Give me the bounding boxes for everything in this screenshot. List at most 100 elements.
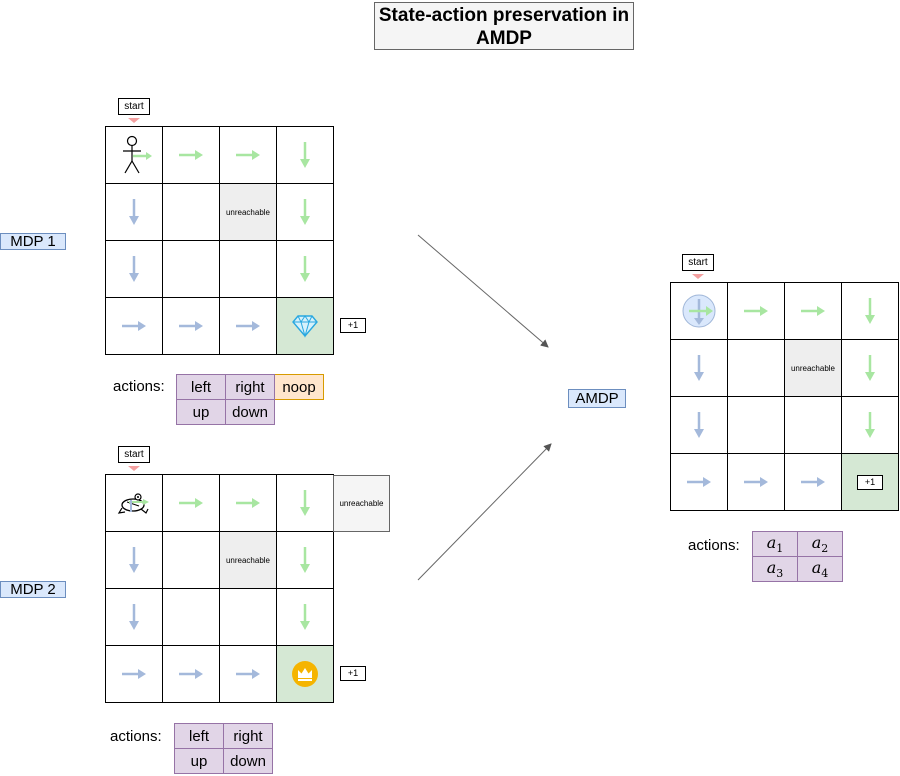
action-a4: a4: [797, 556, 843, 582]
mdp2-start-label: start: [118, 446, 150, 463]
right-arrow-icon: [122, 321, 146, 331]
action-up: up: [174, 748, 224, 774]
right-arrow-icon: [179, 498, 203, 508]
mdp2-to-amdp-arrow: [417, 443, 552, 581]
mdp1-start-marker: [128, 118, 140, 123]
mdp1-cell: [277, 127, 334, 184]
mdp2-cell: [220, 475, 277, 532]
mdp2-actions-label: actions:: [110, 728, 162, 745]
mdp2-action-table: left right up down: [174, 723, 273, 774]
mdp2-cell: [277, 475, 334, 532]
mdp2-grid: unreachable: [105, 474, 334, 703]
mdp2-cell: [220, 589, 277, 646]
amdp-cell: [728, 454, 785, 511]
mdp1-start-label: start: [118, 98, 150, 115]
down-arrow-icon: [694, 412, 704, 438]
right-arrow-icon: [179, 321, 203, 331]
mdp1-cell: [277, 184, 334, 241]
right-arrow-icon: [744, 477, 768, 487]
mdp1-cell-agent: [106, 127, 163, 184]
mdp2-label: MDP 2: [0, 581, 66, 598]
action-up: up: [176, 399, 226, 425]
amdp-cell: [728, 283, 785, 340]
right-arrow-icon: [236, 498, 260, 508]
mdp2-cell: [163, 646, 220, 703]
action-a1: a1: [752, 531, 798, 557]
mdp1-cell: [163, 184, 220, 241]
amdp-action-table: a1 a2 a3 a4: [752, 531, 843, 582]
right-arrow-icon: [801, 306, 825, 316]
amdp-actions-label: actions:: [688, 537, 740, 554]
stick-figure-icon: [123, 135, 152, 174]
down-arrow-icon: [694, 355, 704, 381]
action-right: right: [225, 374, 275, 400]
amdp-cell: [785, 283, 842, 340]
mdp2-cell: [106, 646, 163, 703]
amdp-reward-label: +1: [857, 474, 883, 490]
down-arrow-icon: [865, 298, 875, 324]
mdp2-cell: [220, 646, 277, 703]
mdp2-cell: [163, 532, 220, 589]
right-arrow-icon: [801, 477, 825, 487]
mdp1-cell: [163, 241, 220, 298]
amdp-goal-cell: +1: [842, 454, 899, 511]
mdp2-unreachable-cell: unreachable: [220, 532, 277, 589]
mdp2-extra-unreachable-cell: unreachable: [333, 475, 390, 532]
mdp1-label: MDP 1: [0, 233, 66, 250]
mdp1-cell: [220, 127, 277, 184]
amdp-cell: [842, 340, 899, 397]
mdp2-cell: [163, 475, 220, 532]
right-arrow-icon: [236, 669, 260, 679]
down-arrow-icon: [300, 199, 310, 225]
down-arrow-icon: [865, 355, 875, 381]
mdp1-cell: [277, 241, 334, 298]
action-left: left: [176, 374, 226, 400]
mdp1-cell: [106, 298, 163, 355]
down-arrow-icon: [300, 547, 310, 573]
mdp1-grid: unreachable: [105, 126, 334, 355]
amdp-cell: [671, 454, 728, 511]
action-right: right: [223, 723, 273, 749]
action-noop: noop: [274, 374, 324, 400]
down-arrow-icon: [129, 604, 139, 630]
amdp-grid: unreachable +1: [670, 282, 899, 511]
down-arrow-icon: [129, 256, 139, 282]
mdp1-cell: [163, 298, 220, 355]
frog-icon: [117, 493, 149, 514]
amdp-label: AMDP: [568, 389, 626, 408]
down-arrow-icon: [865, 412, 875, 438]
mdp1-reward-label: +1: [340, 318, 366, 333]
down-arrow-icon: [129, 199, 139, 225]
right-arrow-icon: [236, 321, 260, 331]
action-a3: a3: [752, 556, 798, 582]
mdp2-cell: [106, 532, 163, 589]
mdp1-cell: [106, 184, 163, 241]
right-arrow-icon: [744, 306, 768, 316]
diamond-gem-icon: [292, 315, 318, 338]
right-arrow-icon: [179, 669, 203, 679]
right-arrow-icon: [122, 669, 146, 679]
right-arrow-icon: [236, 150, 260, 160]
mdp1-cell: [163, 127, 220, 184]
amdp-cell: [728, 397, 785, 454]
amdp-cell: [728, 340, 785, 397]
down-arrow-icon: [300, 142, 310, 168]
mdp2-reward-label: +1: [340, 666, 366, 681]
crown-coin-icon: [292, 661, 318, 687]
action-left: left: [174, 723, 224, 749]
mdp1-unreachable-cell: unreachable: [220, 184, 277, 241]
action-down: down: [225, 399, 275, 425]
amdp-cell: [785, 397, 842, 454]
down-arrow-icon: [300, 604, 310, 630]
action-down: down: [223, 748, 273, 774]
down-arrow-icon: [129, 547, 139, 573]
mdp2-start-marker: [128, 466, 140, 471]
down-arrow-icon: [300, 490, 310, 516]
mdp1-goal-cell: [277, 298, 334, 355]
mdp1-cell: [106, 241, 163, 298]
mdp1-action-table: left right noop up down: [176, 374, 324, 425]
down-arrow-icon: [300, 256, 310, 282]
diagram-title: State-action preservation in AMDP: [374, 2, 634, 50]
amdp-cell-agent: [671, 283, 728, 340]
